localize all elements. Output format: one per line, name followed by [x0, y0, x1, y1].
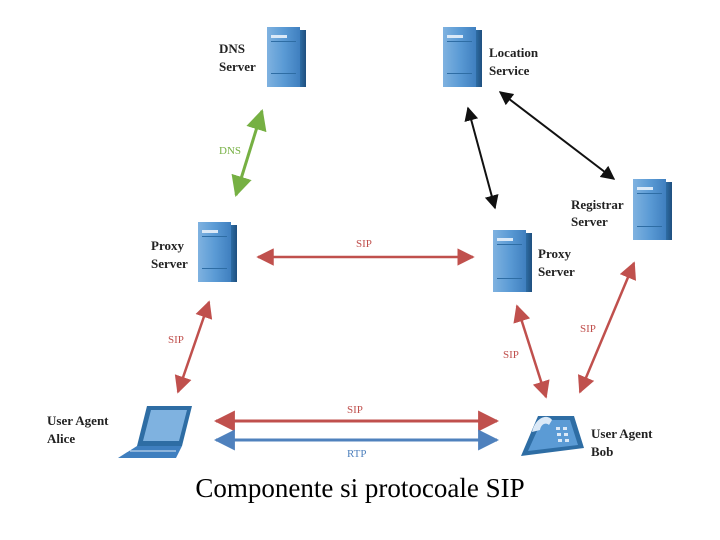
- diagram-caption: Componente si protocoale SIP: [195, 473, 525, 503]
- location-service-label-line1: Location: [489, 45, 539, 60]
- phone-icon: [521, 416, 584, 456]
- proxy-server-left-label-line1: Proxy: [151, 238, 184, 253]
- alice-bob-rtp-edge-label: RTP: [347, 448, 367, 460]
- location-service-label-line2: Service: [489, 63, 530, 78]
- registrar-server-label-line1: Registrar: [571, 197, 624, 212]
- proxy-server-left-label-line2: Server: [151, 256, 188, 271]
- user-agent-bob-label-line1: User Agent: [591, 426, 653, 441]
- laptop-icon: [118, 406, 192, 458]
- alice-proxy-edge-arrow: [174, 300, 213, 394]
- dns-server-label-line1: DNS: [219, 41, 245, 56]
- registrar-server-node: Registrar Server: [571, 179, 672, 240]
- server-icon: [493, 230, 532, 292]
- registrar-server-label-line2: Server: [571, 214, 608, 229]
- location-proxy-edge-arrow: [464, 106, 499, 210]
- proxy-bob-edge-label: SIP: [503, 349, 519, 361]
- proxy-proxy-edge-label: SIP: [356, 238, 372, 250]
- proxy-bob-edge-arrow: [513, 304, 550, 399]
- server-icon: [633, 179, 672, 240]
- location-service-node: Location Service: [443, 27, 539, 87]
- user-agent-alice-label-line2: Alice: [47, 431, 75, 446]
- bob-registrar-edge-label: SIP: [580, 323, 596, 335]
- server-icon: [443, 27, 482, 87]
- dns-server-node: DNS Server: [219, 27, 306, 87]
- proxy-server-right-label-line1: Proxy: [538, 246, 571, 261]
- proxy-server-right-node: Proxy Server: [493, 230, 575, 292]
- alice-bob-sip-edge-label: SIP: [347, 404, 363, 416]
- dns-edge-arrow: [231, 108, 267, 198]
- user-agent-bob-node: User Agent Bob: [521, 416, 653, 459]
- dns-server-label-line2: Server: [219, 59, 256, 74]
- server-icon: [267, 27, 306, 87]
- location-registrar-edge-arrow: [498, 91, 616, 180]
- proxy-server-right-label-line2: Server: [538, 264, 575, 279]
- user-agent-bob-label-line2: Bob: [591, 444, 613, 459]
- bob-registrar-edge-arrow: [578, 261, 636, 394]
- server-icon: [198, 222, 237, 282]
- alice-proxy-edge-label: SIP: [168, 334, 184, 346]
- user-agent-alice-node: User Agent Alice: [47, 406, 192, 458]
- proxy-server-left-node: Proxy Server: [151, 222, 237, 282]
- user-agent-alice-label-line1: User Agent: [47, 413, 109, 428]
- dns-edge-label: DNS: [219, 145, 241, 157]
